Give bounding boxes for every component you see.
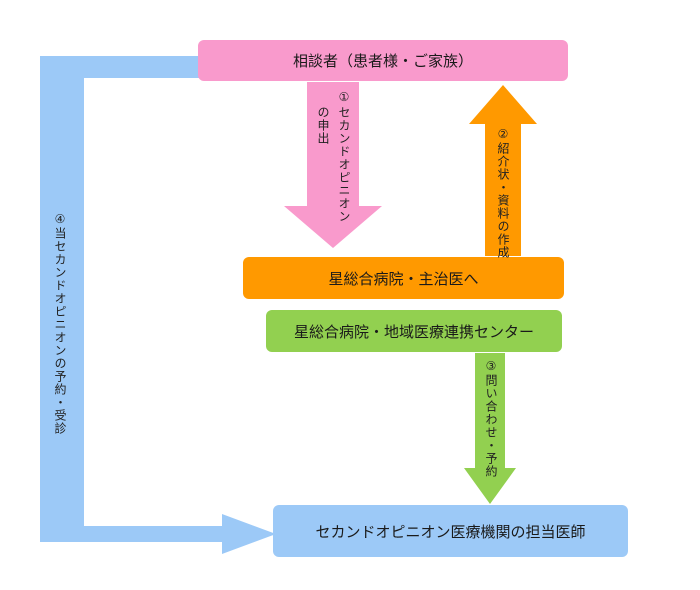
- consultant-box: 相談者（患者様・ご家族）: [198, 40, 568, 81]
- arrow-step2: [469, 85, 537, 256]
- step1-line2: の申出: [316, 106, 330, 145]
- hoshi-center-box: 星総合病院・地域医療連携センター: [266, 310, 562, 352]
- step1-line1: セカンドオピニオン: [337, 106, 351, 223]
- step4-label: ④当セカンドオピニオンの予約・受診: [53, 212, 67, 435]
- step2-label: ②紹介状・資料の作成: [496, 127, 510, 259]
- arrow-step3: [464, 353, 516, 504]
- arrow-step1: [284, 82, 382, 248]
- second-doctor-label: セカンドオピニオン医療機関の担当医師: [315, 522, 586, 541]
- hoshi-doctor-label: 星総合病院・主治医へ: [328, 269, 479, 288]
- hoshi-center-label: 星総合病院・地域医療連携センター: [293, 322, 534, 341]
- hoshi-doctor-box: 星総合病院・主治医へ: [243, 257, 564, 299]
- step1-number: ①: [337, 90, 351, 105]
- arrow-step4: [40, 56, 276, 554]
- consultant-label: 相談者（患者様・ご家族）: [292, 52, 473, 70]
- second-doctor-box: セカンドオピニオン医療機関の担当医師: [273, 505, 628, 557]
- step3-label: ③問い合わせ・予約: [484, 359, 498, 478]
